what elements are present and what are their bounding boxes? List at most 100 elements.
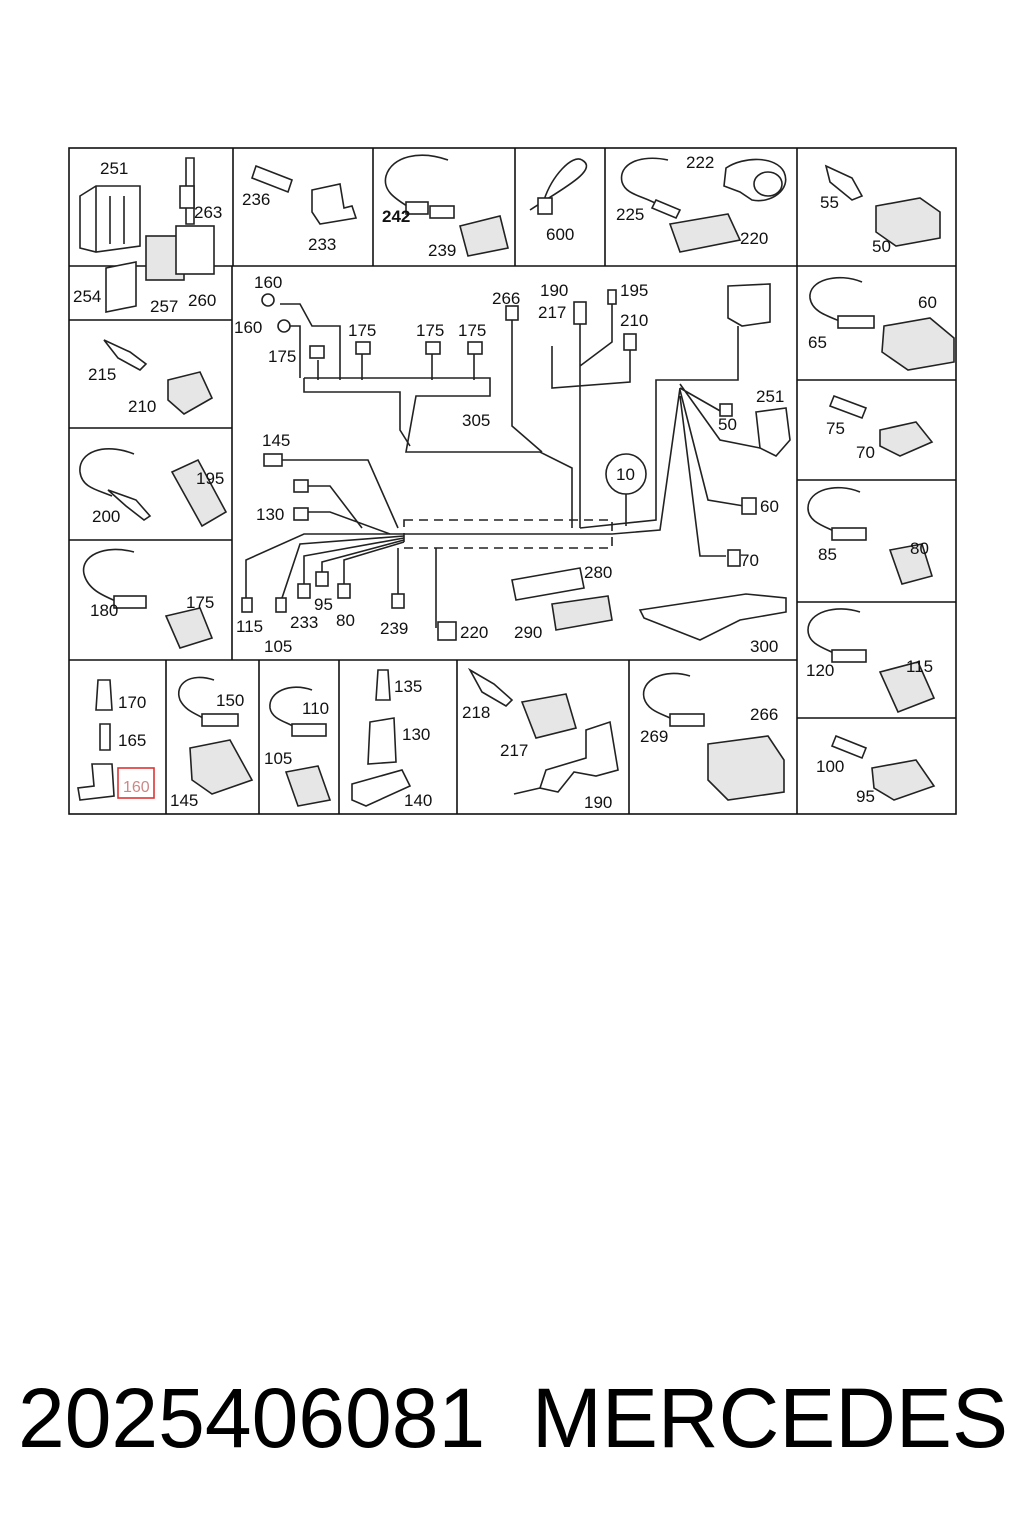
connector-195-part (170, 458, 228, 528)
callout-180: 180 (90, 601, 118, 620)
callout-50-harness: 50 (718, 415, 737, 434)
callout-251-harness: 251 (756, 387, 784, 406)
callout-210-harness: 210 (620, 311, 648, 330)
cover-plate-part (105, 261, 137, 313)
callout-200: 200 (92, 507, 120, 526)
connector-217-part (520, 693, 578, 739)
callout-75: 75 (826, 419, 845, 438)
cell-60-65: 60 65 (808, 276, 955, 371)
cable-tie-600-part (529, 158, 588, 211)
connector-145-part (189, 739, 254, 795)
cell-55-50: 55 50 (820, 164, 941, 256)
callout-120: 120 (806, 661, 834, 680)
pin-75-part (828, 394, 868, 420)
callout-145: 145 (170, 791, 198, 810)
cell-242-239: 242 239 (382, 154, 509, 260)
callout-220: 220 (740, 229, 768, 248)
callout-50: 50 (872, 237, 891, 256)
cell-236-233: 236 233 (242, 164, 358, 254)
callout-600: 600 (546, 225, 574, 244)
callout-135: 135 (394, 677, 422, 696)
connector-70-part (879, 421, 934, 457)
callout-130: 130 (402, 725, 430, 744)
brand-name: MERCEDES (531, 1371, 1008, 1465)
callout-239-harness: 239 (380, 619, 408, 638)
callout-217: 217 (500, 741, 528, 760)
callout-110: 110 (302, 699, 329, 718)
callout-195-harness: 195 (620, 281, 648, 300)
connector-50-part (875, 197, 941, 247)
cell-75-70: 75 70 (826, 394, 934, 462)
callout-215: 215 (88, 365, 116, 384)
callout-175-b: 175 (348, 321, 376, 340)
terminal-215-part (103, 339, 148, 371)
callout-220-harness: 220 (460, 623, 488, 642)
callout-254: 254 (73, 287, 101, 306)
callout-269: 269 (640, 727, 668, 746)
callout-165: 165 (118, 731, 146, 750)
callout-266: 266 (750, 705, 778, 724)
callout-190-harness: 190 (540, 281, 568, 300)
callout-300: 300 (750, 637, 778, 656)
callout-105: 105 (264, 749, 292, 768)
cell-100-95: 100 95 (816, 734, 936, 806)
cell-110-105: 110 105 (264, 686, 332, 807)
connector-266-part (707, 735, 785, 801)
callout-263: 263 (194, 203, 222, 222)
part-caption: 2025406081 MERCEDES (18, 1370, 1008, 1466)
callout-233: 233 (308, 235, 336, 254)
callout-266-harness: 266 (492, 289, 520, 308)
part-number: 2025406081 (18, 1371, 486, 1465)
callout-95: 95 (856, 787, 875, 806)
callout-175-c: 175 (416, 321, 444, 340)
connector-175-part (164, 607, 214, 649)
cell-170-165-160: 170 165 160 (77, 679, 155, 801)
cell-215-210: 215 210 (88, 339, 214, 416)
callout-236: 236 (242, 190, 270, 209)
callout-260: 260 (188, 291, 216, 310)
cell-135-130-140: 135 130 140 (351, 669, 432, 810)
callout-55: 55 (820, 193, 839, 212)
callout-170: 170 (118, 693, 146, 712)
callout-105-harness: 105 (264, 637, 292, 656)
callout-95-harness: 95 (314, 595, 333, 614)
valve-130-part (367, 717, 397, 765)
callout-60: 60 (918, 293, 937, 312)
callout-217-harness: 217 (538, 303, 566, 322)
callout-115: 115 (906, 657, 933, 676)
pin-135-part (375, 669, 391, 701)
callout-222: 222 (686, 153, 714, 172)
fitting-160-part (77, 763, 115, 801)
bracket-140-part (351, 769, 412, 807)
diagram-frame (68, 147, 957, 815)
sensor-290-part (551, 595, 613, 631)
connector-220-part (668, 213, 742, 253)
callout-100: 100 (816, 757, 844, 776)
sensor-280-part (511, 567, 585, 601)
main-harness: 160 160 175 175 175 175 305 266 190 217 … (234, 273, 791, 656)
parts-diagram: 251 263 254 257 260 236 233 242 239 600 … (68, 147, 957, 815)
callout-210: 210 (128, 397, 156, 416)
connector-80-part (888, 543, 934, 585)
pin-165-part (99, 723, 111, 751)
connector-239-part (459, 215, 509, 257)
cell-85-80: 85 80 (807, 486, 934, 585)
connector-105-part (284, 765, 332, 807)
terminal-218-part (467, 667, 514, 708)
callout-251: 251 (100, 159, 128, 178)
callout-160-top: 160 (254, 273, 282, 292)
cell-180-175: 180 175 (82, 548, 214, 649)
cell-150-145: 150 145 (170, 676, 254, 810)
callout-195: 195 (196, 469, 224, 488)
callout-115-harness: 115 (236, 617, 263, 636)
callout-70-harness: 70 (740, 551, 759, 570)
highlight-box-160 (117, 767, 155, 799)
callout-160-highlighted: 160 (123, 779, 150, 796)
callout-130-harness: 130 (256, 505, 284, 524)
sensor-block-251 (727, 283, 771, 327)
callout-70: 70 (856, 443, 875, 462)
callout-242: 242 (382, 207, 410, 226)
pin-236-part (251, 164, 293, 194)
connector-60-part (881, 317, 955, 371)
callout-290: 290 (514, 623, 542, 642)
